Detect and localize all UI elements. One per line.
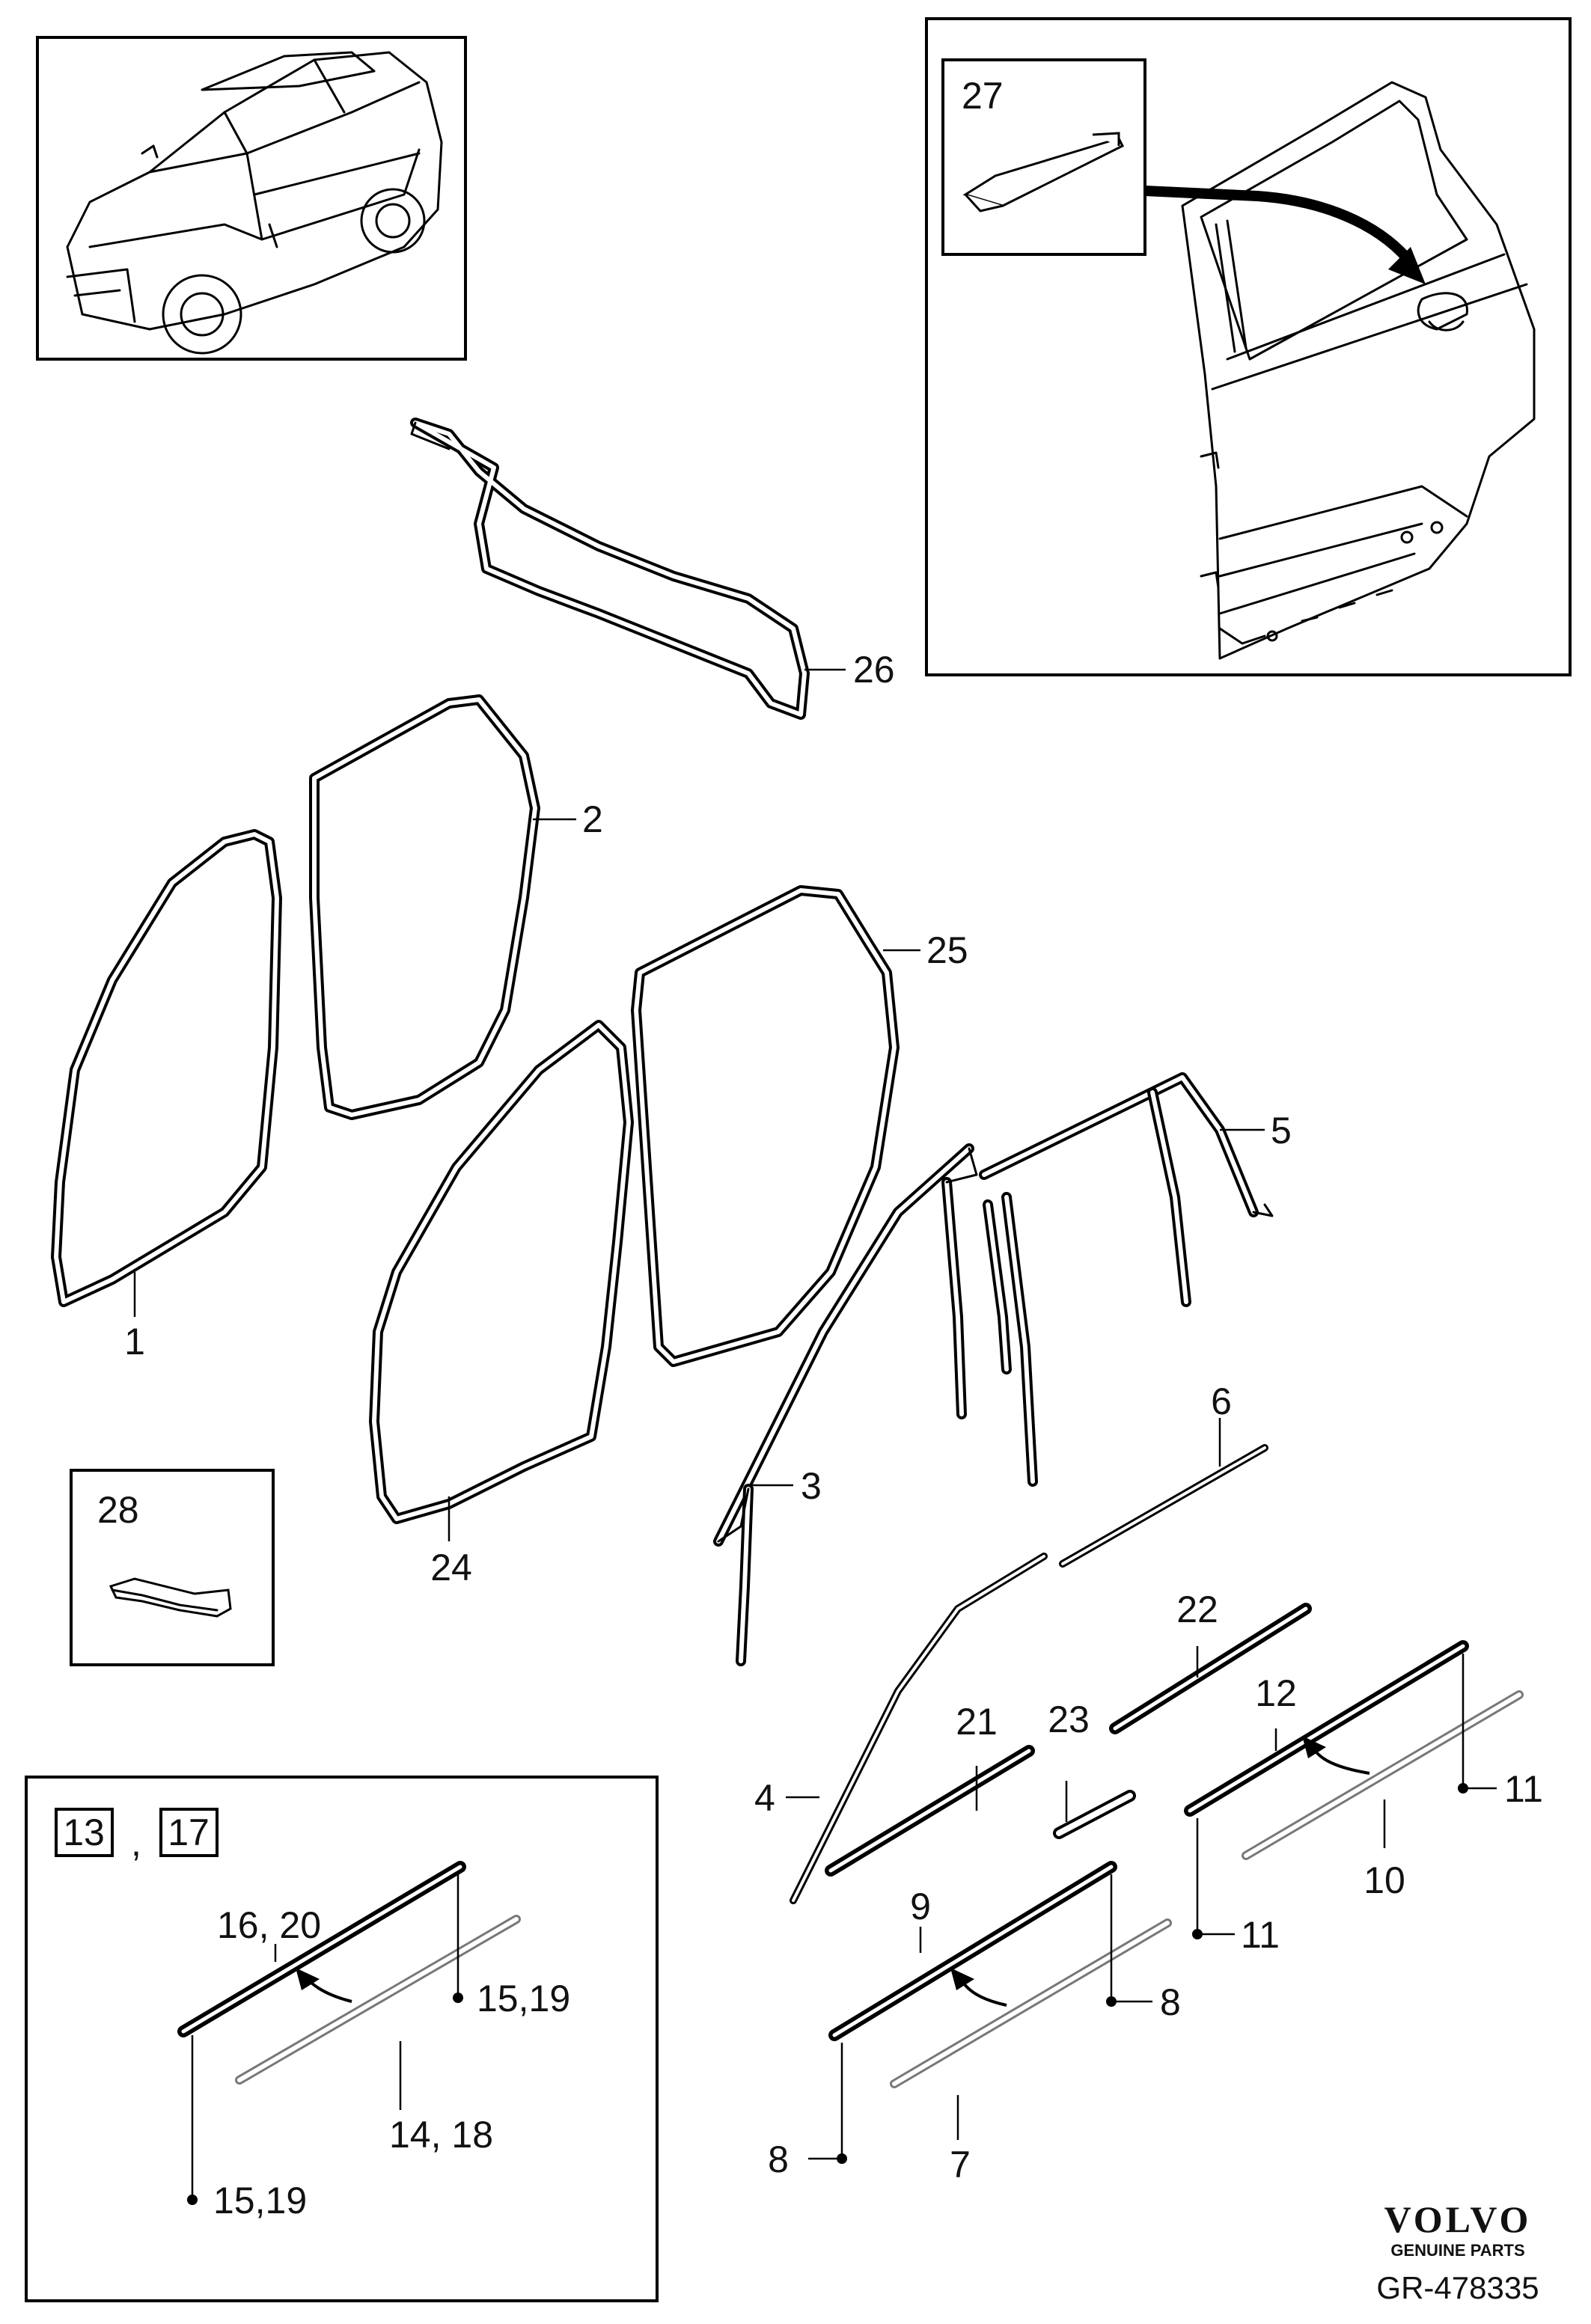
callout-8-lower: 8 [768, 2138, 789, 2180]
part-10-strip [1242, 1690, 1524, 1860]
callout-22: 22 [1176, 1588, 1218, 1630]
callout-11-upper: 11 [1504, 1768, 1543, 1810]
suv-line-drawing [66, 51, 443, 355]
part-26-seal [410, 418, 810, 720]
rear-door-drawing [1181, 81, 1536, 660]
part-28-box [70, 1469, 275, 1666]
label-16-20: 16, 20 [217, 1904, 321, 1946]
callout-5: 5 [1271, 1110, 1292, 1152]
variant-box-13 [55, 1808, 114, 1857]
part-27-label: 27 [962, 75, 1004, 117]
callout-23: 23 [1048, 1698, 1090, 1740]
part-12-strip [1184, 1640, 1469, 1817]
variant-box-17 [159, 1808, 219, 1857]
part-23-strip [1053, 1790, 1136, 1839]
brand-logo: VOLVO [1384, 2198, 1532, 2240]
diagram-reference: GR-478335 [1376, 2270, 1539, 2305]
part-12-arrowhead [1302, 1736, 1326, 1758]
part-25-seal [631, 885, 900, 1367]
vehicle-thumbnail [36, 36, 467, 361]
callout-26: 26 [853, 649, 895, 691]
variant-box-13-label: 13 [63, 1811, 105, 1853]
part-6-strip [1059, 1444, 1268, 1568]
clip-15-19-lower [187, 2195, 198, 2205]
clips [837, 1654, 1468, 2164]
callout-numbers: 26 2 25 1 24 3 5 6 22 21 23 12 4 11 10 1… [124, 649, 1543, 2186]
variant-separator: , [131, 1822, 141, 1864]
callout-4: 4 [754, 1777, 775, 1819]
door-inset: 27 [925, 17, 1572, 676]
brand-tagline: GENUINE PARTS [1390, 2241, 1524, 2260]
variant-inset: 13 , 17 16, 20 15,19 14, 18 15,19 [25, 1776, 659, 2302]
callout-24: 24 [430, 1547, 472, 1588]
part-27-wedge [962, 132, 1125, 212]
part-7-strip [890, 1918, 1172, 2088]
callout-10: 10 [1364, 1859, 1405, 1901]
callout-6: 6 [1211, 1380, 1232, 1422]
part-1-seal [51, 829, 282, 1307]
part-5-upper-frame [979, 1072, 1274, 1487]
part-4-strip [790, 1553, 1048, 1904]
callout-2: 2 [582, 798, 603, 840]
clip-11-lower [1192, 1929, 1203, 1939]
leader-lines [133, 668, 1497, 2160]
callout-11-lower: 11 [1241, 1914, 1280, 1956]
part-9-strip [828, 1861, 1117, 2041]
callout-21: 21 [956, 1701, 998, 1743]
branding: VOLVO GENUINE PARTS GR-478335 [1376, 2198, 1539, 2305]
label-14-18: 14, 18 [389, 2114, 493, 2156]
part-3-window-channel [713, 1143, 978, 1666]
clip-11-upper [1458, 1783, 1468, 1794]
vehicle-thumbnail-frame [36, 36, 467, 361]
callout-7: 7 [950, 2144, 971, 2186]
clip-8-upper [1106, 1996, 1117, 2007]
part-22-strip [1109, 1603, 1312, 1734]
callout-9: 9 [910, 1886, 931, 1927]
variant-box-17-label: 17 [168, 1811, 210, 1853]
clip-8-lower [837, 2153, 847, 2164]
variant-inset-frame [25, 1776, 659, 2302]
part-2-seal [309, 694, 540, 1120]
callout-3: 3 [801, 1465, 822, 1507]
part-9-arrowhead [950, 1968, 974, 1990]
part-21-strip [825, 1745, 1035, 1877]
label-15-19-upper: 15,19 [477, 1978, 570, 2019]
callout-12: 12 [1255, 1672, 1297, 1714]
callout-25: 25 [926, 929, 968, 971]
door-inset-frame [925, 17, 1572, 676]
clip-inset: 28 [70, 1469, 275, 1666]
part-27-arrow [1144, 186, 1426, 284]
callout-8-upper: 8 [1160, 1981, 1181, 2023]
clip-15-19-upper [453, 1993, 463, 2003]
part-27-box [941, 58, 1146, 256]
label-15-19-lower: 15,19 [213, 2180, 307, 2221]
part-28-label: 28 [97, 1489, 139, 1531]
part-24-seal [369, 1020, 634, 1524]
callout-1: 1 [124, 1321, 145, 1363]
